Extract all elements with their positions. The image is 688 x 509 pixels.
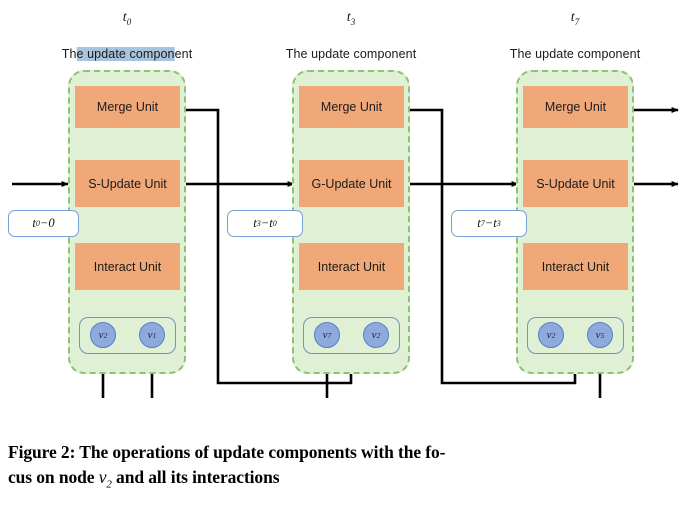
figure-caption-node-var: v2 xyxy=(98,467,112,491)
merge-unit-0[interactable]: Merge Unit xyxy=(75,86,180,128)
figure-caption-line2-a: cus on node xyxy=(8,467,99,487)
column-caption-2: The update component xyxy=(510,47,641,61)
figure-caption-label: Figure 2: xyxy=(8,442,76,462)
time-tick-7: t7 xyxy=(570,10,580,27)
interact-unit-1[interactable]: Interact Unit xyxy=(299,243,404,290)
caption-text-plain: The update component xyxy=(509,47,641,61)
column-caption-1: The update component xyxy=(286,47,417,61)
figure-caption-line2-b: and all its interactions xyxy=(111,467,280,487)
caption-text-plain: The update component xyxy=(285,47,417,61)
update-unit-0[interactable]: S-Update Unit xyxy=(75,160,180,207)
update-unit-1[interactable]: G-Update Unit xyxy=(299,160,404,207)
caption-text-selected: e update compon xyxy=(76,47,175,61)
time-tick-0: t0 xyxy=(122,10,132,27)
time-tick-3: t3 xyxy=(346,10,356,27)
update-unit-2[interactable]: S-Update Unit xyxy=(523,160,628,207)
interaction-group-1 xyxy=(303,317,400,354)
caption-text-plain: Th xyxy=(61,47,77,61)
diagram-canvas: t0 The update component Merge Unit S-Upd… xyxy=(8,10,679,398)
interaction-group-0 xyxy=(79,317,176,354)
merge-unit-1[interactable]: Merge Unit xyxy=(299,86,404,128)
interact-unit-0[interactable]: Interact Unit xyxy=(75,243,180,290)
interaction-group-2 xyxy=(527,317,624,354)
figure-caption: Figure 2: The operations of update compo… xyxy=(8,440,676,498)
interact-unit-2[interactable]: Interact Unit xyxy=(523,243,628,290)
caption-text-tail: ent xyxy=(174,47,193,61)
merge-unit-2[interactable]: Merge Unit xyxy=(523,86,628,128)
column-caption-0: The update component xyxy=(62,47,193,61)
figure-caption-line1: The operations of update components with… xyxy=(75,442,446,462)
